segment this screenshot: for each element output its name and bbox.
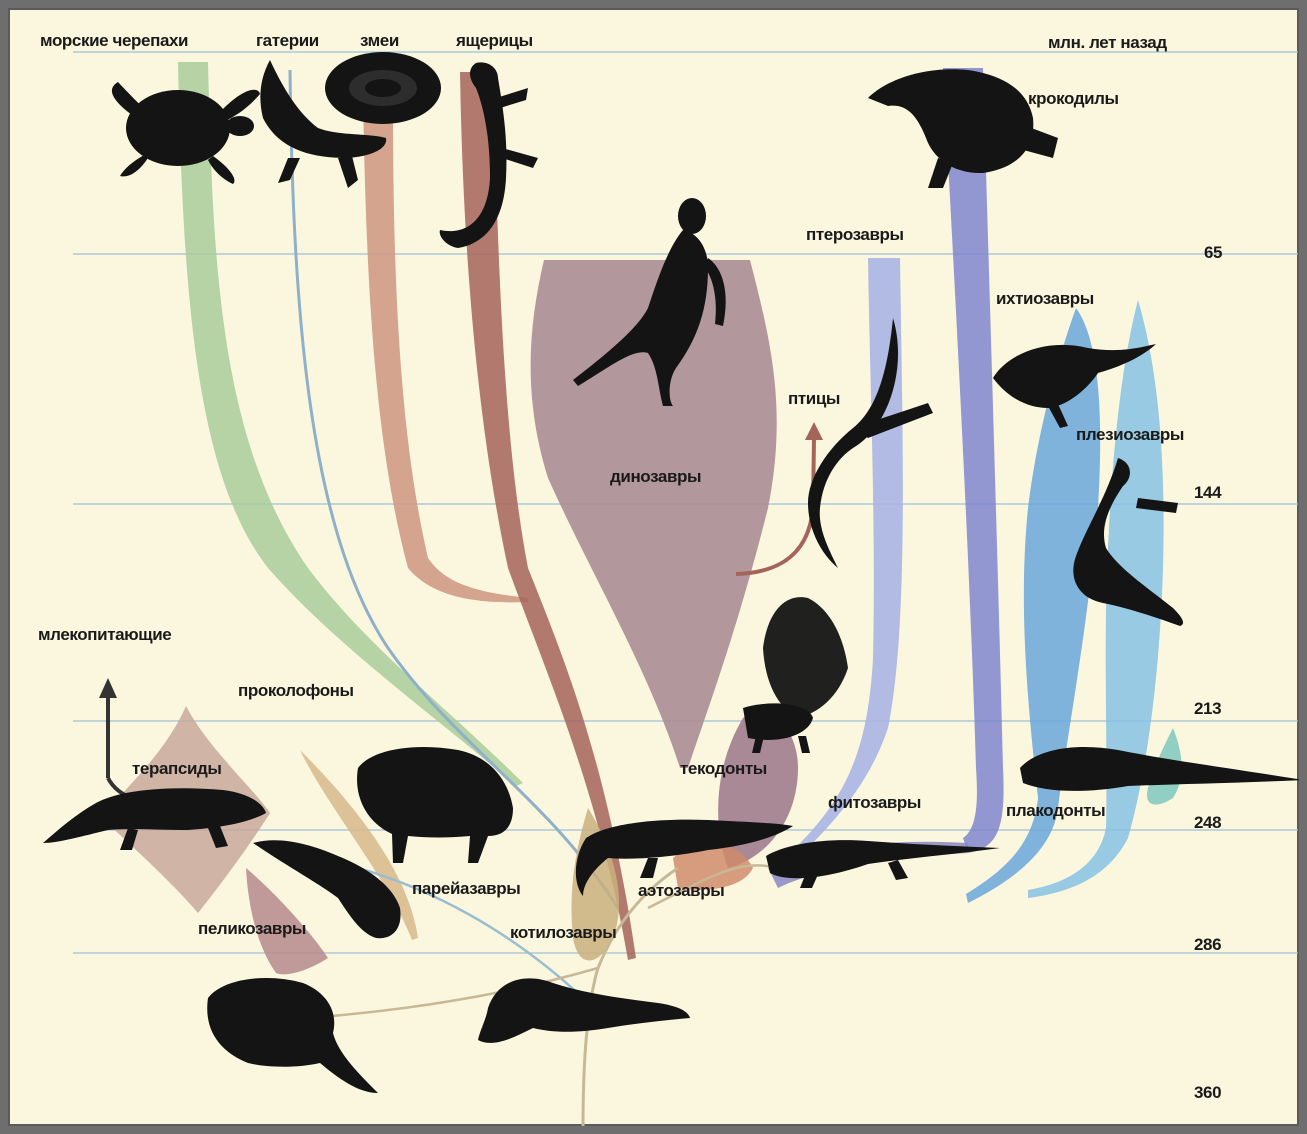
crocodile-silhouette [868,69,1058,188]
lineage-pterosaurs [790,258,903,858]
mammals-arrow-head [99,678,117,698]
early-reptile-silhouette [478,978,690,1043]
sailback-silhouette [743,597,848,753]
placodont-silhouette [1020,747,1299,791]
label-time-axis: млн. лет назад [1048,33,1167,52]
label-crocodiles: крокодилы [1028,89,1119,108]
snake-silhouette [325,52,441,124]
label-sea-turtles: морские черепахи [40,31,188,50]
reptile-evolution-diagram: морские черепахи гатерии змеи ящерицы мл… [8,8,1299,1126]
lineage-crocodiles [943,68,1004,853]
label-pelycosaurs: пеликозавры [198,919,306,938]
label-cotylosaurs: котилозавры [510,923,616,942]
birds-arrow-head [805,422,823,440]
diagram-panel: морские черепахи гатерии змеи ящерицы мл… [8,8,1299,1126]
label-plesiosaurs: плезиозавры [1076,425,1184,444]
tick-65: 65 [1204,243,1222,262]
label-procolophons: проколофоны [238,681,354,700]
label-snakes: змеи [360,31,399,50]
phytosaur-silhouette [766,840,1000,888]
label-dinosaurs: динозавры [610,467,701,486]
label-aetosaurs: аэтозавры [638,881,724,900]
tick-213: 213 [1194,699,1221,718]
label-birds: птицы [788,389,840,408]
tick-360: 360 [1194,1083,1221,1102]
tick-144: 144 [1194,483,1222,502]
label-ichthyosaurs: ихтиозавры [996,289,1094,308]
label-therapsids: терапсиды [132,759,222,778]
tick-248: 248 [1194,813,1221,832]
label-mammals: млекопитающие [38,625,171,644]
tick-286: 286 [1194,935,1221,954]
label-tuatara: гатерии [256,31,319,50]
label-thecodonts: текодонты [680,759,767,778]
label-pterosaurs: птерозавры [806,225,904,244]
label-placodonts: плакодонты [1006,801,1105,820]
pelycosaur-silhouette [207,978,378,1093]
lineages [99,62,1182,1126]
label-lizards: ящерицы [455,31,533,50]
label-phytosaurs: фитозавры [828,793,921,812]
label-pareiasaurs: парейазавры [412,879,520,898]
pareiasaur-silhouette [357,747,513,863]
